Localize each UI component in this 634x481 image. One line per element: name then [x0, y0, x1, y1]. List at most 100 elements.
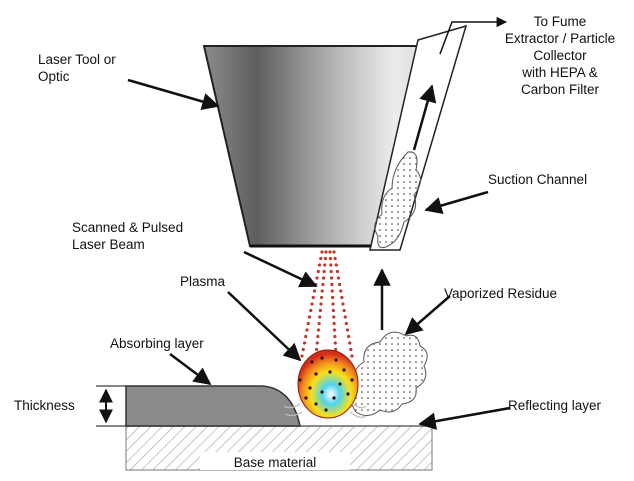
beam-dot [304, 334, 308, 339]
label-fume-line5: Carbon Filter [521, 82, 600, 97]
beam-dot [317, 263, 322, 267]
label-fume-line4: with HEPA & [521, 65, 598, 80]
beam-dot [300, 354, 304, 358]
beam-dot [318, 308, 322, 313]
plasma-speck [350, 378, 354, 382]
beam-dot [319, 302, 323, 306]
beam-dot [350, 354, 354, 358]
beam-dot [324, 250, 328, 254]
beam-dot [322, 269, 326, 274]
beam-dot [339, 289, 343, 293]
beam-dot [345, 328, 350, 332]
beam-dot [330, 289, 334, 293]
beam-dot [332, 250, 336, 254]
thickness-indicator [96, 385, 126, 427]
beam-dot [330, 282, 334, 287]
label-laser-tool-line1: Laser Tool or [38, 52, 116, 67]
label-fume-line3: Collector [533, 48, 587, 63]
beam-dot [310, 302, 314, 306]
arrow-plasma [227, 291, 302, 362]
plasma-speck [332, 396, 336, 400]
label-base-material: Base material [234, 455, 317, 470]
beam-dot [319, 256, 323, 261]
beam-dot [307, 315, 312, 319]
beam-dot [340, 295, 344, 300]
beam-dot [329, 269, 333, 274]
label-reflecting-layer: Reflecting layer [508, 398, 602, 413]
beam-dot [342, 308, 346, 313]
beam-dot [323, 256, 327, 261]
beam-dot [320, 295, 324, 300]
beam-dot [348, 341, 352, 345]
plasma-speck [320, 390, 324, 394]
plasma-speck [334, 358, 338, 362]
beam-dot [338, 282, 342, 287]
beam-dot [333, 256, 337, 261]
arrow-reflecting-layer [418, 406, 511, 430]
beam-dot [347, 334, 351, 339]
label-vaporized-residue: Vaporized Residue [444, 286, 557, 301]
label-beam-line2: Laser Beam [72, 237, 145, 252]
beam-dot [336, 276, 341, 280]
beam-dot [315, 341, 319, 345]
beam-dot [321, 276, 326, 280]
beam-dot [332, 315, 336, 319]
beam-dot [317, 321, 321, 326]
plasma-speck [298, 378, 302, 382]
plasma-speck [310, 360, 314, 364]
beam-dot [331, 302, 335, 306]
beam-dot [343, 315, 347, 319]
plasma [283, 349, 367, 419]
beam-dot [316, 334, 320, 339]
beam-dot [333, 341, 337, 345]
beam-dot [305, 328, 309, 332]
flow-arrow-to-extractor [439, 16, 508, 55]
beam-dot [328, 256, 332, 261]
beam-dot [318, 315, 322, 319]
beam-dot [329, 263, 333, 267]
beam-dot [320, 250, 324, 254]
plasma-speck [328, 370, 332, 374]
vaporized-residue-cloud [350, 331, 428, 416]
plasma-speck [320, 356, 324, 360]
laser-beam [300, 250, 354, 358]
plasma-speck [304, 396, 308, 400]
beam-dot [349, 347, 353, 352]
label-laser-tool-line2: Optic [38, 69, 70, 84]
plasma-speck [314, 402, 318, 406]
label-plasma: Plasma [180, 274, 226, 289]
beam-dot [341, 302, 345, 306]
beam-dot [334, 347, 338, 352]
beam-dot [333, 334, 337, 339]
beam-dot [331, 308, 335, 313]
label-absorbing-layer: Absorbing layer [110, 336, 204, 351]
beam-dot [301, 347, 305, 352]
beam-dot [315, 276, 319, 280]
beam-dot [328, 250, 332, 254]
beam-dot [335, 269, 339, 274]
beam-dot [320, 289, 324, 293]
plasma-speck [308, 386, 312, 390]
plasma-speck [324, 408, 328, 412]
label-fume-line2: Extractor / Particle [505, 31, 615, 46]
beam-dot [331, 295, 335, 300]
arrow-laser-beam [243, 250, 318, 288]
beam-dot [332, 321, 336, 326]
absorbing-layer [125, 385, 301, 427]
label-thickness: Thickness [14, 398, 75, 413]
label-fume-line1: To Fume [534, 14, 587, 29]
arrow-suction-channel [424, 190, 489, 215]
plasma-speck [346, 392, 350, 396]
beam-dot [309, 308, 313, 313]
beam-dot [329, 276, 334, 280]
beam-dot [306, 321, 310, 326]
beam-dot [312, 289, 317, 293]
beam-dot [323, 263, 327, 267]
plasma-speck [338, 382, 342, 386]
beam-dot [302, 341, 307, 345]
beam-dot [316, 328, 321, 332]
beam-dot [311, 295, 315, 300]
plasma-speck [314, 372, 318, 376]
arrow-laser-tool [127, 78, 220, 111]
beam-dot [315, 347, 319, 352]
